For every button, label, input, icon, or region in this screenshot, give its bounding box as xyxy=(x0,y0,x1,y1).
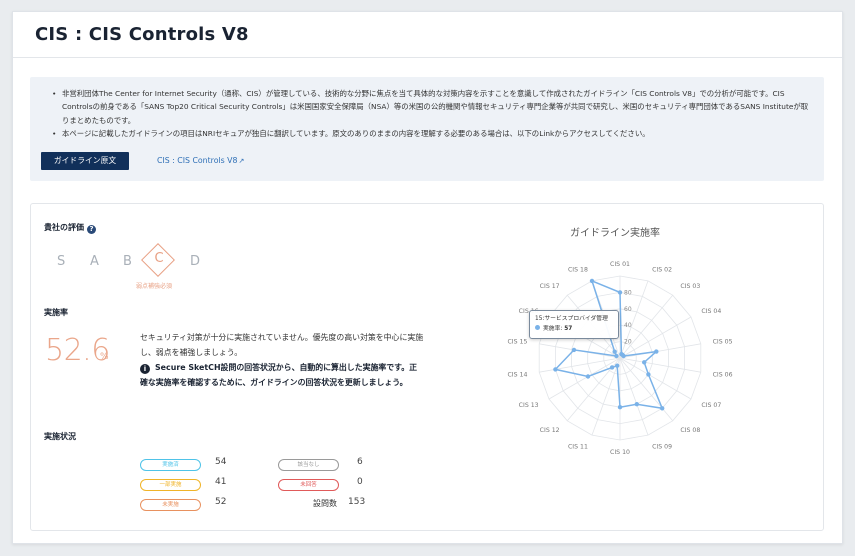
grade-s: S xyxy=(57,254,66,269)
external-link-icon: ↗ xyxy=(238,157,245,165)
radar-spoke xyxy=(619,280,649,359)
total-questions-count: 153 xyxy=(348,497,366,507)
status-pill-done[interactable]: 実施済 xyxy=(140,459,201,471)
radar-category-label: CIS 08 xyxy=(680,427,700,434)
radar-category-label: CIS 07 xyxy=(701,402,721,409)
radar-spoke xyxy=(619,343,701,359)
radar-spoke xyxy=(619,357,692,400)
radar-category-label: CIS 04 xyxy=(701,308,721,315)
tooltip-series: 実施率 xyxy=(543,326,561,332)
radar-spoke xyxy=(619,294,674,359)
info-bullet-1: 非営利団体The Center for Internet Security（通称… xyxy=(52,87,812,127)
tooltip-category: 15:サービスプロバイダ管理 xyxy=(535,316,608,322)
radar-category-label: CIS 14 xyxy=(507,371,527,378)
status-count-not-done: 52 xyxy=(215,497,227,507)
status-count-na: 6 xyxy=(357,457,363,467)
radar-category-label: CIS 03 xyxy=(680,283,700,290)
status-label: 実施状況 xyxy=(44,432,76,441)
radar-category-label: CIS 05 xyxy=(713,339,733,346)
radar-data-point xyxy=(646,372,651,377)
radar-data-point xyxy=(617,405,623,410)
radar-spoke xyxy=(619,357,674,422)
radar-spoke xyxy=(619,357,701,373)
radar-data-point xyxy=(660,406,665,411)
grade-b: B xyxy=(123,254,132,269)
grade-c-current: C xyxy=(154,251,164,266)
guideline-original-button[interactable]: ガイドライン原文 xyxy=(41,152,129,170)
radar-spoke xyxy=(539,357,621,373)
radar-category-label: CIS 12 xyxy=(540,427,560,434)
radar-category-label: CIS 13 xyxy=(519,402,539,409)
radar-data-point xyxy=(589,278,595,284)
chart-title: ガイドライン実施率 xyxy=(570,228,660,239)
implementation-rate-unit: % xyxy=(100,352,109,362)
radar-category-label: CIS 06 xyxy=(713,371,733,378)
radar-category-label: CIS 10 xyxy=(610,449,630,456)
radar-data-point xyxy=(571,347,577,353)
radar-spoke xyxy=(619,316,692,359)
radar-category-label: CIS 16 xyxy=(519,308,539,315)
main-panel: CIS : CIS Controls V8 非営利団体The Center fo… xyxy=(12,11,843,544)
status-count-done: 54 xyxy=(215,457,227,467)
implementation-rate-label: 実施率 xyxy=(44,308,68,317)
radar-data-point xyxy=(654,349,659,354)
radar-data-point xyxy=(553,367,558,372)
radar-tick-label: 80 xyxy=(624,289,632,296)
chart-tooltip: 15:サービスプロバイダ管理 実施率: 57 xyxy=(529,310,619,339)
radar-spoke xyxy=(619,357,649,436)
implementation-description: セキュリティ対策が十分に実施されていません。優先度の高い対策を中心に実施し、弱点… xyxy=(140,333,424,357)
evaluation-label: 貴社の評価? xyxy=(44,222,96,234)
info-circle-icon: i xyxy=(140,364,150,374)
radar-data-point xyxy=(612,349,617,354)
radar-data-point xyxy=(609,365,615,370)
radar-data-point xyxy=(642,360,647,365)
radar-data-point xyxy=(614,353,619,359)
status-count-partial: 41 xyxy=(215,477,227,487)
tooltip-value-row: 実施率: 57 xyxy=(535,324,613,334)
radar-data-point xyxy=(585,374,591,379)
radar-data-point xyxy=(634,402,639,407)
cis-controls-link-label: CIS : CIS Controls V8 xyxy=(157,156,238,165)
series-dot-icon xyxy=(535,325,540,330)
guideline-info-box: 非営利団体The Center for Internet Security（通称… xyxy=(30,77,824,181)
title-divider xyxy=(13,57,842,58)
grade-a: A xyxy=(90,254,99,269)
radar-category-label: CIS 11 xyxy=(568,443,588,450)
total-questions-label: 設問数 xyxy=(313,499,337,508)
grade-d: D xyxy=(190,254,201,269)
radar-data-point xyxy=(615,363,620,368)
radar-tick-label: 20 xyxy=(624,339,632,346)
page-title: CIS : CIS Controls V8 xyxy=(35,24,249,45)
tooltip-value: 57 xyxy=(564,326,573,332)
question-circle-icon[interactable]: ? xyxy=(87,225,96,234)
radar-category-label: CIS 09 xyxy=(652,443,672,450)
status-pill-unanswered[interactable]: 未回答 xyxy=(278,479,339,491)
implementation-note-text: Secure SketCH設問の回答状況から、自動的に算出した実施率です。正確な… xyxy=(140,363,418,387)
radar-tick-label: 40 xyxy=(624,322,632,329)
status-pill-partial[interactable]: 一部実施 xyxy=(140,479,201,491)
radar-category-label: CIS 02 xyxy=(652,267,672,274)
status-pill-not-done[interactable]: 未実施 xyxy=(140,499,201,511)
radar-spoke xyxy=(548,357,621,400)
radar-category-label: CIS 17 xyxy=(540,283,560,290)
evaluation-label-text: 貴社の評価 xyxy=(44,223,84,232)
radar-chart: 20 40 60 80 CIS 01 CIS 02 CIS 03 CIS 04 CIS 05 CI… xyxy=(507,261,733,456)
grade-note: 弱点補強必須 xyxy=(136,283,173,290)
radar-category-label: CIS 15 xyxy=(507,339,527,346)
radar-data-point xyxy=(621,353,626,359)
info-list: 非営利団体The Center for Internet Security（通称… xyxy=(52,87,812,140)
info-bullet-2: 本ページに記載したガイドラインの項目はNRIセキュアが独自に翻訳しています。原文… xyxy=(52,127,812,141)
status-pill-na[interactable]: 該当なし xyxy=(278,459,339,471)
radar-category-label: CIS 01 xyxy=(610,261,630,268)
radar-data-point xyxy=(617,290,623,295)
cis-controls-link[interactable]: CIS : CIS Controls V8↗ xyxy=(157,156,244,165)
radar-category-label: CIS 18 xyxy=(568,267,588,274)
evaluation-card xyxy=(30,203,824,531)
radar-spoke xyxy=(591,357,621,436)
implementation-rate-value: 52.6 xyxy=(45,333,110,368)
status-count-unanswered: 0 xyxy=(357,477,363,487)
radar-tick-label: 60 xyxy=(624,306,632,313)
